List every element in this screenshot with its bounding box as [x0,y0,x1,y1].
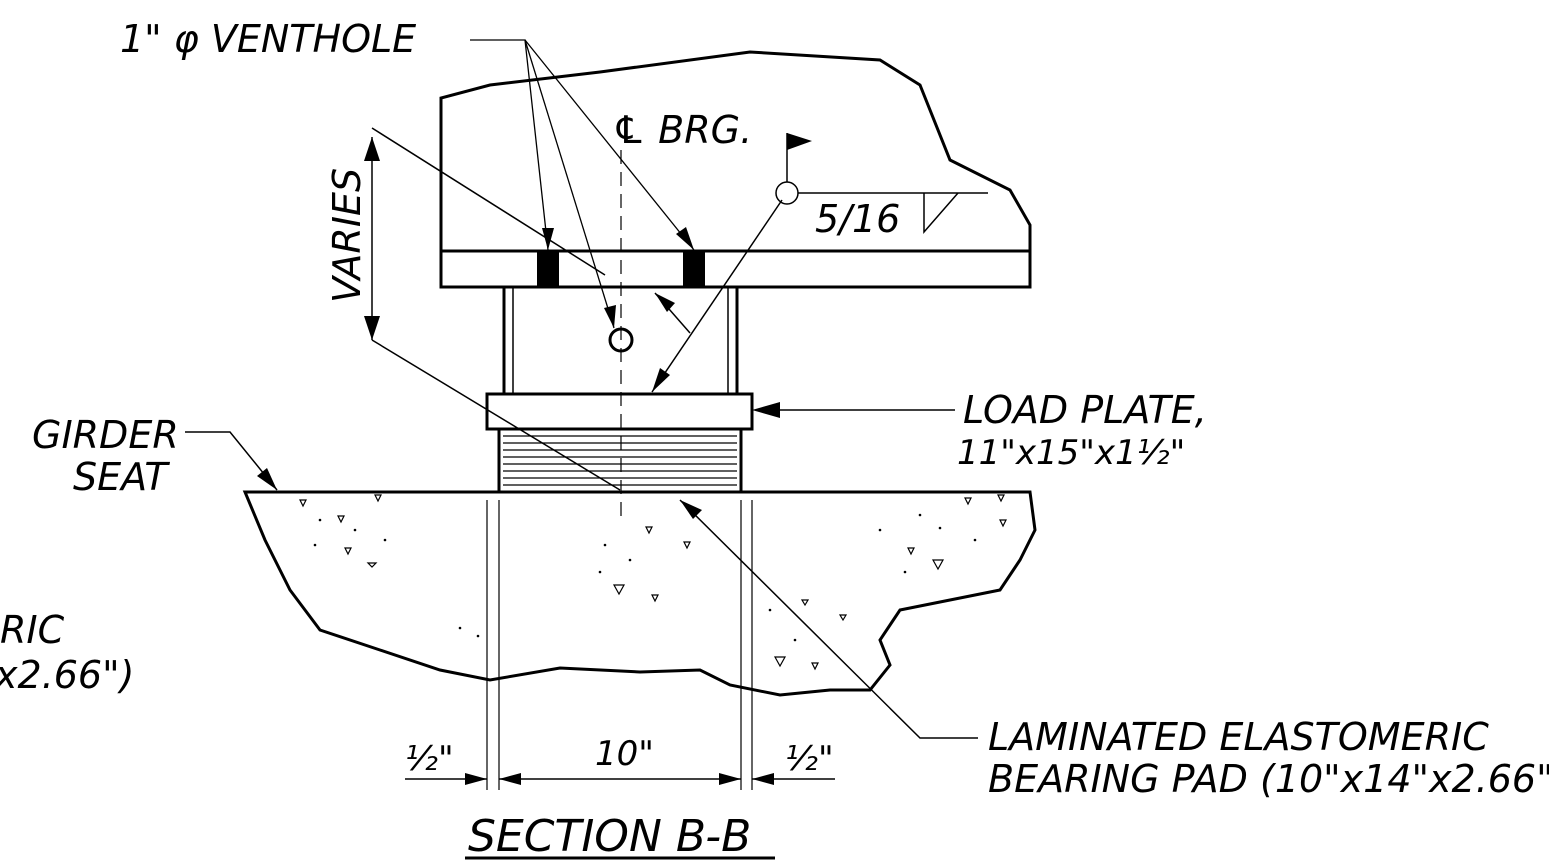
varies-label: VARIES [325,168,369,303]
venthole-block-left [537,251,559,287]
left-cut-label-1: RIC [0,608,65,652]
bearing-pad-laminations [503,435,737,486]
venthole-leaders [470,39,695,329]
dim-half-left: ½" [405,739,454,779]
cl-brg-label: ℄ BRG. [612,108,752,152]
dim-ten: 10" [595,734,654,774]
left-cut-label-2: x2.66") [0,653,134,697]
girder-seat-label-1: GIRDER [32,413,179,457]
pad-label-2: BEARING PAD (10"x14"x2.66") [988,757,1549,801]
venthole-label: 1" φ VENTHOLE [120,17,416,61]
pad-label-1: LAMINATED ELASTOMERIC [988,715,1489,759]
venthole-block-right [683,251,705,287]
load-plate [485,392,754,431]
girder-seat-label-2: SEAT [73,455,170,499]
weld-flag [787,133,812,150]
concrete-dots [313,513,977,642]
load-plate-label-2: 11"x15"x1½" [957,433,1185,473]
dimension-extension-lines [486,500,753,790]
girder-outline [439,50,1032,289]
load-plate-label-1: LOAD PLATE, [963,388,1207,432]
weld-size-label: 5/16 [815,197,900,241]
girder-seat-concrete [242,490,1037,697]
dim-half-right: ½" [785,739,834,779]
venthole-circle [608,327,634,353]
varies-dimension [371,127,621,491]
concrete-aggregate [299,494,1007,671]
section-title: SECTION B-B [468,811,751,862]
